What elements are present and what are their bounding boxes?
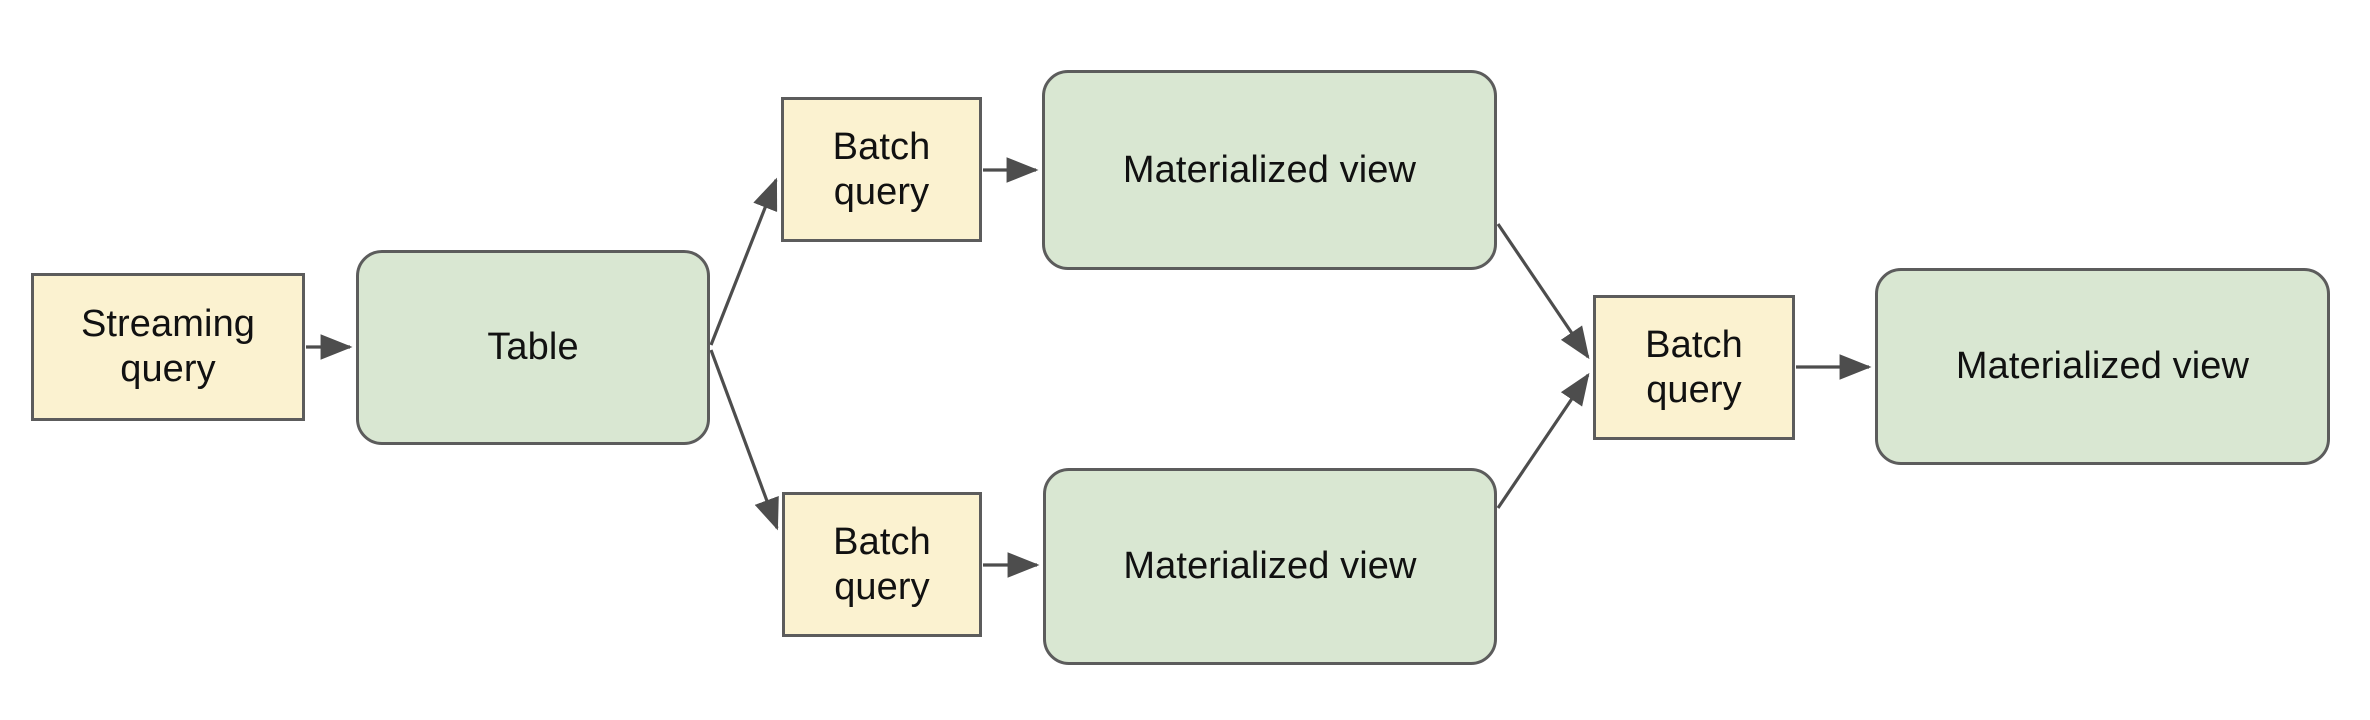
- node-batch-query-merge[interactable]: Batch query: [1593, 295, 1795, 440]
- node-batch-query-top-label: Batch query: [832, 125, 931, 213]
- edge-mv-bottom-to-batch-merge: [1496, 372, 1590, 509]
- node-table-label: Table: [487, 326, 579, 369]
- node-streaming-query[interactable]: Streaming query: [31, 273, 305, 421]
- node-materialized-view-top-label: Materialized view: [1122, 148, 1417, 191]
- node-batch-query-top[interactable]: Batch query: [781, 97, 982, 242]
- node-materialized-view-final-label: Materialized view: [1955, 345, 2250, 388]
- node-materialized-view-top[interactable]: Materialized view: [1042, 70, 1497, 270]
- node-batch-query-bottom-label: Batch query: [833, 520, 931, 608]
- node-batch-query-merge-label: Batch query: [1645, 323, 1743, 411]
- node-streaming-query-label: Streaming query: [80, 303, 256, 390]
- edge-table-to-batch-top: [709, 177, 778, 346]
- edge-table-to-batch-bottom: [709, 349, 779, 531]
- node-materialized-view-bottom-label: Materialized view: [1123, 545, 1417, 588]
- node-materialized-view-final[interactable]: Materialized view: [1875, 268, 2330, 465]
- edge-mv-top-to-batch-merge: [1496, 223, 1590, 360]
- node-batch-query-bottom[interactable]: Batch query: [782, 492, 982, 637]
- node-table[interactable]: Table: [356, 250, 710, 445]
- node-materialized-view-bottom[interactable]: Materialized view: [1043, 468, 1497, 665]
